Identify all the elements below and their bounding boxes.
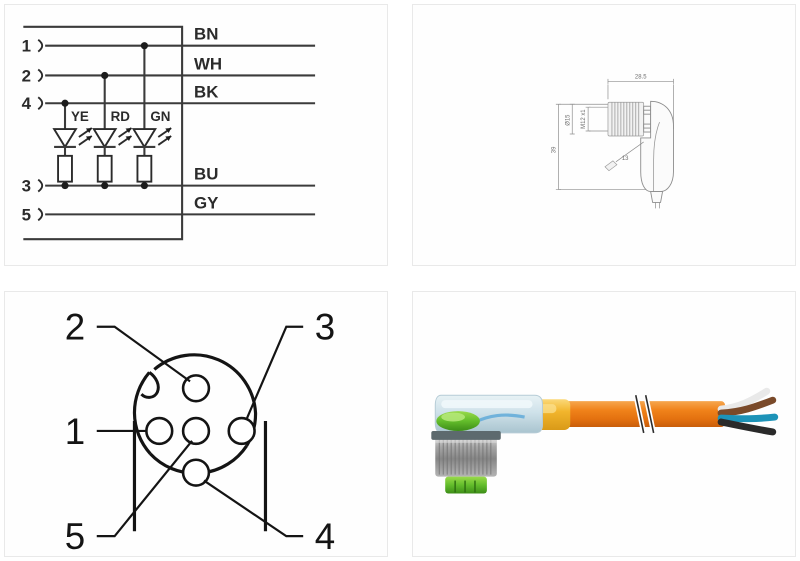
dimension-value-width: 28.5 [635,74,647,80]
rd-junction-bottom [101,182,109,190]
nut-groove-upper [643,109,652,115]
wire-label-bn: BN [194,25,218,44]
led-branch-rd: RD [92,71,133,190]
dimension-value-diameter: Ø15 [565,114,571,126]
socket-outer-circle-left [132,371,152,455]
brown-wire [717,396,777,417]
nut-groove-lower [643,123,652,129]
ye-diode-triangle [52,128,78,149]
led-branch-gn: GN [131,42,172,190]
gn-junction-top [140,42,148,50]
callout-screw-icon [604,160,618,172]
dimension-thread: M12 x1 [581,106,608,132]
ye-junction-top [61,99,69,107]
rd-junction-top [101,71,109,80]
pin-number-4: 4 [22,94,32,113]
led-label-rd: RD [111,109,131,124]
led-branch-ye: YE [52,99,93,190]
pin-terminal-2 [37,68,44,83]
gn-emit-head-1 [165,128,172,134]
cable-strain-relief [650,191,664,203]
pin-number-5: 5 [22,205,31,224]
pinout-canvas: 2 3 1 5 4 [65,307,336,556]
wire-label-wh: WH [194,55,222,74]
wire-label-gy: GY [194,193,218,212]
pin-terminal-4 [37,96,44,110]
knurl-hatching [611,102,640,136]
schematic-canvas: 1 2 4 3 5 BN WH BK BU GY [22,25,316,241]
ye-resistor-body [57,154,73,183]
socket-face-green [445,476,487,494]
ye-emit-head-1 [85,128,92,134]
dimension-value-callout: 13 [622,156,629,162]
panel-wiring-schematic: 1 2 4 3 5 BN WH BK BU GY [4,4,388,266]
rd-diode-triangle [92,128,118,149]
pin-number-3: 3 [22,177,31,196]
pin-terminal-3 [37,178,44,193]
gn-emit-head-2 [165,135,172,141]
ye-junction-bottom [61,182,69,190]
panel-product-photo [412,291,796,557]
angled-housing-body [640,100,674,193]
led-label-ye: YE [71,109,89,124]
connector-body-outline [23,25,184,241]
pin-terminal-1 [37,38,44,53]
cable-jacket [564,401,726,427]
pinout-number-5: 5 [65,516,85,556]
pin-hole-4 [181,458,211,487]
rd-emit-head-2 [125,135,132,141]
gn-diode-triangle [131,128,157,149]
ye-emit-head-2 [85,135,92,141]
rd-emit-head-1 [125,128,132,134]
rd-resistor-body [96,154,113,183]
panel-socket-pinout: 2 3 1 5 4 [4,291,388,557]
pin-hole-5 [181,416,211,446]
cable-break-marker [633,394,657,434]
wire-label-bu: BU [194,165,218,184]
pinout-number-3: 3 [315,307,335,348]
black-wire [717,418,777,436]
gn-resistor-body [136,154,153,183]
wire-label-bk: BK [194,82,219,101]
pin-hole-1 [145,416,174,446]
housing-highlight [441,400,533,409]
pinout-number-2: 2 [65,307,85,348]
gn-junction-bottom [140,182,148,190]
led-insert-highlight [441,412,466,422]
dimension-overall-height: 39 [551,103,648,190]
leader-line-3 [245,325,304,420]
dimension-value-height: 39 [551,146,557,153]
dia-dim-ticks [569,103,575,135]
dimension-nut-diameter: Ø15 [565,103,575,135]
pin-number-2: 2 [22,66,31,85]
cable-exit-lines [655,202,660,209]
pinout-number-4: 4 [315,516,335,556]
pin-terminal-5 [37,207,44,222]
nut-shoulder [431,430,501,440]
detail-callout-13: 13 [604,141,644,172]
leader-line-4 [203,479,304,538]
pinout-number-1: 1 [65,411,85,452]
led-label-gn: GN [150,109,170,124]
coupling-nut [435,436,497,477]
photo-canvas [431,387,779,494]
callout-leader-line [615,141,644,163]
housing-parting-line [653,121,660,192]
leader-line-2 [96,325,191,383]
pin-hole-3 [227,416,256,446]
blue-wire [717,413,779,423]
pin-number-1: 1 [22,37,31,56]
drawing-canvas: 28.5 39 Ø15 M12 x1 [551,74,674,209]
width-dim-ticks [607,78,674,84]
panel-dimensioned-drawing: 28.5 39 Ø15 M12 x1 [412,4,796,266]
socket-outer-circle-right [153,353,258,447]
nut-knurl-lines [438,438,492,475]
socket-face-slots [454,480,476,493]
dimension-value-thread: M12 x1 [581,109,587,129]
leader-line-5 [96,440,193,538]
white-wire [717,387,771,413]
keyway-notch [140,371,160,399]
